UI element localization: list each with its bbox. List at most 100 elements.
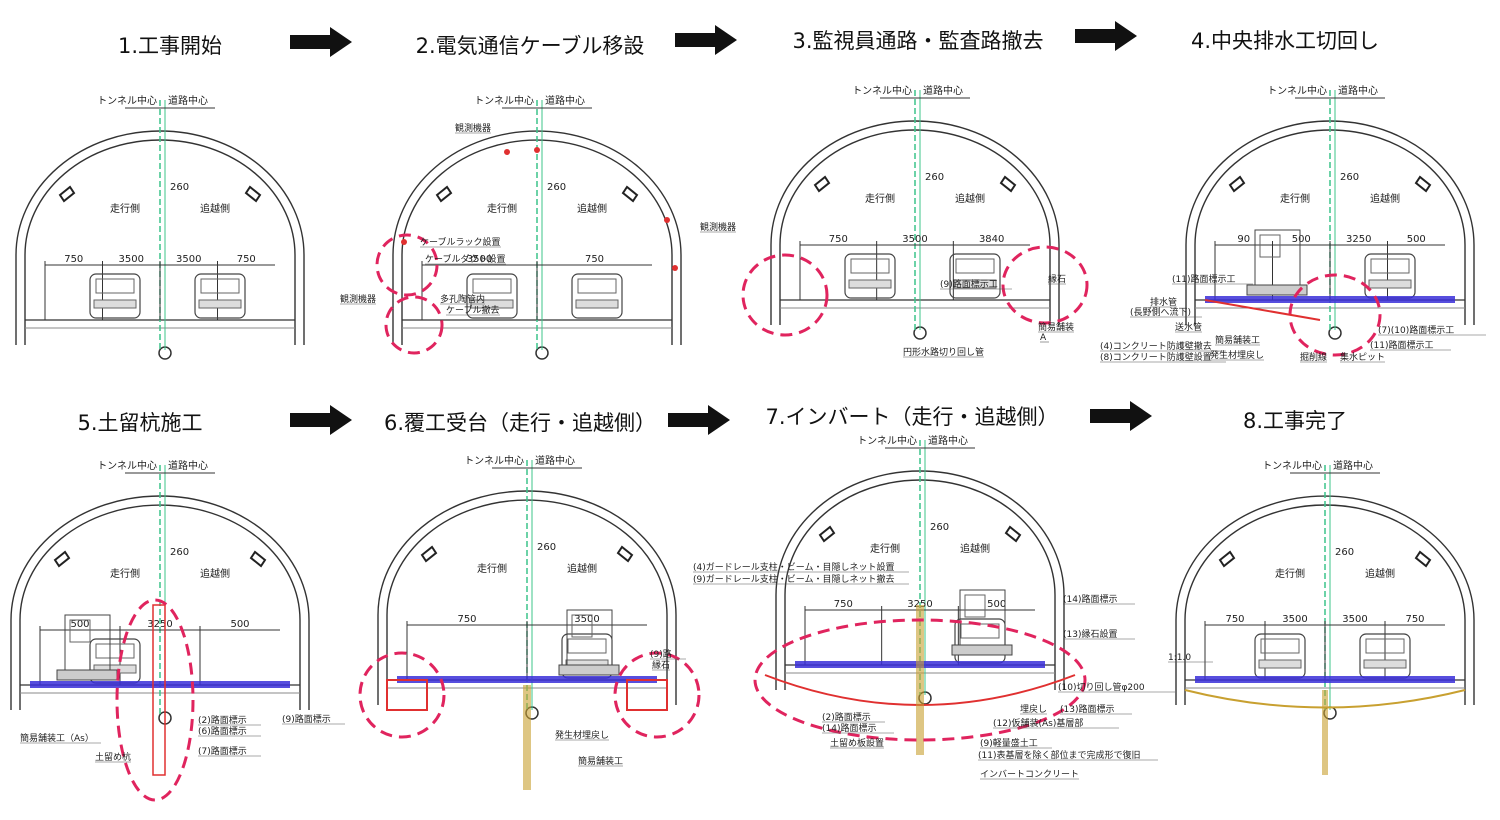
car-window <box>1365 638 1405 654</box>
annotation-label: 発生材埋戻し <box>555 729 609 741</box>
annotation-label: 1:1.0 <box>1168 653 1191 663</box>
annotation-label: (2)路面標示 <box>198 714 247 726</box>
side-right-label: 追越側 <box>200 202 230 215</box>
annotation-label: 多孔陶管内 <box>440 293 485 305</box>
road-center-label: 道路中心 <box>923 84 963 97</box>
annotation-label: (2)路面標示 <box>822 711 871 723</box>
light-fixture-icon <box>813 175 831 193</box>
car-window <box>955 258 995 274</box>
side-left-label: 走行側 <box>1280 192 1310 205</box>
dim-260: 260 <box>547 182 566 193</box>
annotation-label: (8)コンクリート防護壁設置 <box>1100 351 1212 363</box>
side-right-label: 追越側 <box>1365 567 1395 580</box>
dimension-value: 3250 <box>907 599 932 610</box>
annotation-label: 排水管 <box>1150 296 1177 308</box>
car-bumper <box>198 299 242 309</box>
highlight-circle <box>384 295 444 355</box>
light-fixture-icon <box>1218 550 1236 568</box>
annotation-label: (9)軽量盛土工 <box>980 737 1038 749</box>
tunnel-center-label: トンネル中心 <box>97 94 157 107</box>
annotation-label: 発生材埋戻し <box>1210 349 1264 361</box>
step-title: 2.電気通信ケーブル移設 <box>416 34 645 58</box>
dimension-value: 3250 <box>1346 234 1371 245</box>
annotation-label: (13)縁石設置 <box>1063 628 1117 640</box>
dimension-value: 3500 <box>574 614 599 625</box>
annotation-label: (14)路面標示 <box>822 722 876 734</box>
light-fixture-icon <box>58 185 76 203</box>
dimension-value: 3250 <box>147 619 172 630</box>
light-fixture-icon <box>1414 550 1432 568</box>
excavator-cab <box>1259 234 1281 258</box>
road-center-label: 道路中心 <box>545 94 585 107</box>
annotation-label: 掘削線 <box>1300 351 1327 363</box>
side-left-label: 走行側 <box>110 202 140 215</box>
arrow-icon <box>290 405 352 435</box>
road-center-label: 道路中心 <box>1333 459 1373 472</box>
dimension-value: 750 <box>834 599 853 610</box>
annotation-label: 簡易舗装工 <box>1215 334 1260 346</box>
annotation-label: (7)路面標示 <box>198 745 247 757</box>
light-fixture-icon <box>1414 175 1432 193</box>
highlight-circle <box>741 253 829 337</box>
excavator-cab <box>69 619 91 643</box>
retaining-pile <box>152 604 166 776</box>
car-bumper <box>1368 279 1412 289</box>
car-window <box>95 643 135 659</box>
retaining-pile <box>1322 690 1328 775</box>
car-icon <box>571 273 623 319</box>
road-center-label: 道路中心 <box>1338 84 1378 97</box>
dim-260: 260 <box>925 172 944 183</box>
car-icon <box>1364 253 1416 299</box>
tunnel-center-label: トンネル中心 <box>97 459 157 472</box>
dimension-value: 500 <box>987 599 1006 610</box>
car-icon <box>194 273 246 319</box>
dimension-value: 500 <box>230 619 249 630</box>
excavator-track <box>951 644 1013 656</box>
light-fixture-icon <box>999 175 1017 193</box>
side-right-label: 追越側 <box>960 542 990 555</box>
side-right-label: 追越側 <box>955 192 985 205</box>
step-title: 7.インバート（走行・追越側） <box>765 405 1058 429</box>
retaining-pile <box>523 685 531 790</box>
car-window <box>200 278 240 294</box>
arrow-icon <box>1090 401 1152 431</box>
arrow-icon <box>290 27 352 57</box>
dimension-value: 500 <box>1292 234 1311 245</box>
road-center-label: 道路中心 <box>168 94 208 107</box>
annotation-label: ケーブルダクト設置 <box>425 253 505 265</box>
excavator-track <box>1246 284 1308 296</box>
annotation-label: 簡易舗装工 <box>578 755 623 767</box>
annotation-label: 土留め杭 <box>95 751 131 763</box>
car-icon <box>949 253 1001 299</box>
retaining-pile <box>916 605 924 755</box>
arrow-icon <box>1075 21 1137 51</box>
side-left-label: 走行側 <box>110 567 140 580</box>
annotation-label: 縁石 <box>652 659 670 671</box>
annotation-label: ケーブルラック設置 <box>420 236 500 248</box>
dimension-value: 3500 <box>467 254 492 265</box>
car-icon <box>1254 633 1306 679</box>
car-window <box>95 278 135 294</box>
car-icon <box>89 273 141 319</box>
dim-260: 260 <box>930 522 949 533</box>
tunnel-center-label: トンネル中心 <box>464 454 524 467</box>
light-fixture-icon <box>621 185 639 203</box>
road-center-label: 道路中心 <box>168 459 208 472</box>
light-fixture-icon <box>818 525 836 543</box>
car-window <box>850 258 890 274</box>
dimension-value: 3500 <box>119 254 144 265</box>
highlight-circle <box>358 651 446 739</box>
step-title: 5.土留杭施工 <box>77 411 202 435</box>
step-title: 4.中央排水工切回し <box>1191 29 1379 53</box>
side-right-label: 追越側 <box>567 562 597 575</box>
light-fixture-icon <box>435 185 453 203</box>
sensor-dot <box>504 149 510 155</box>
arrow-icon <box>675 25 737 55</box>
dimension-value: 500 <box>1407 234 1426 245</box>
